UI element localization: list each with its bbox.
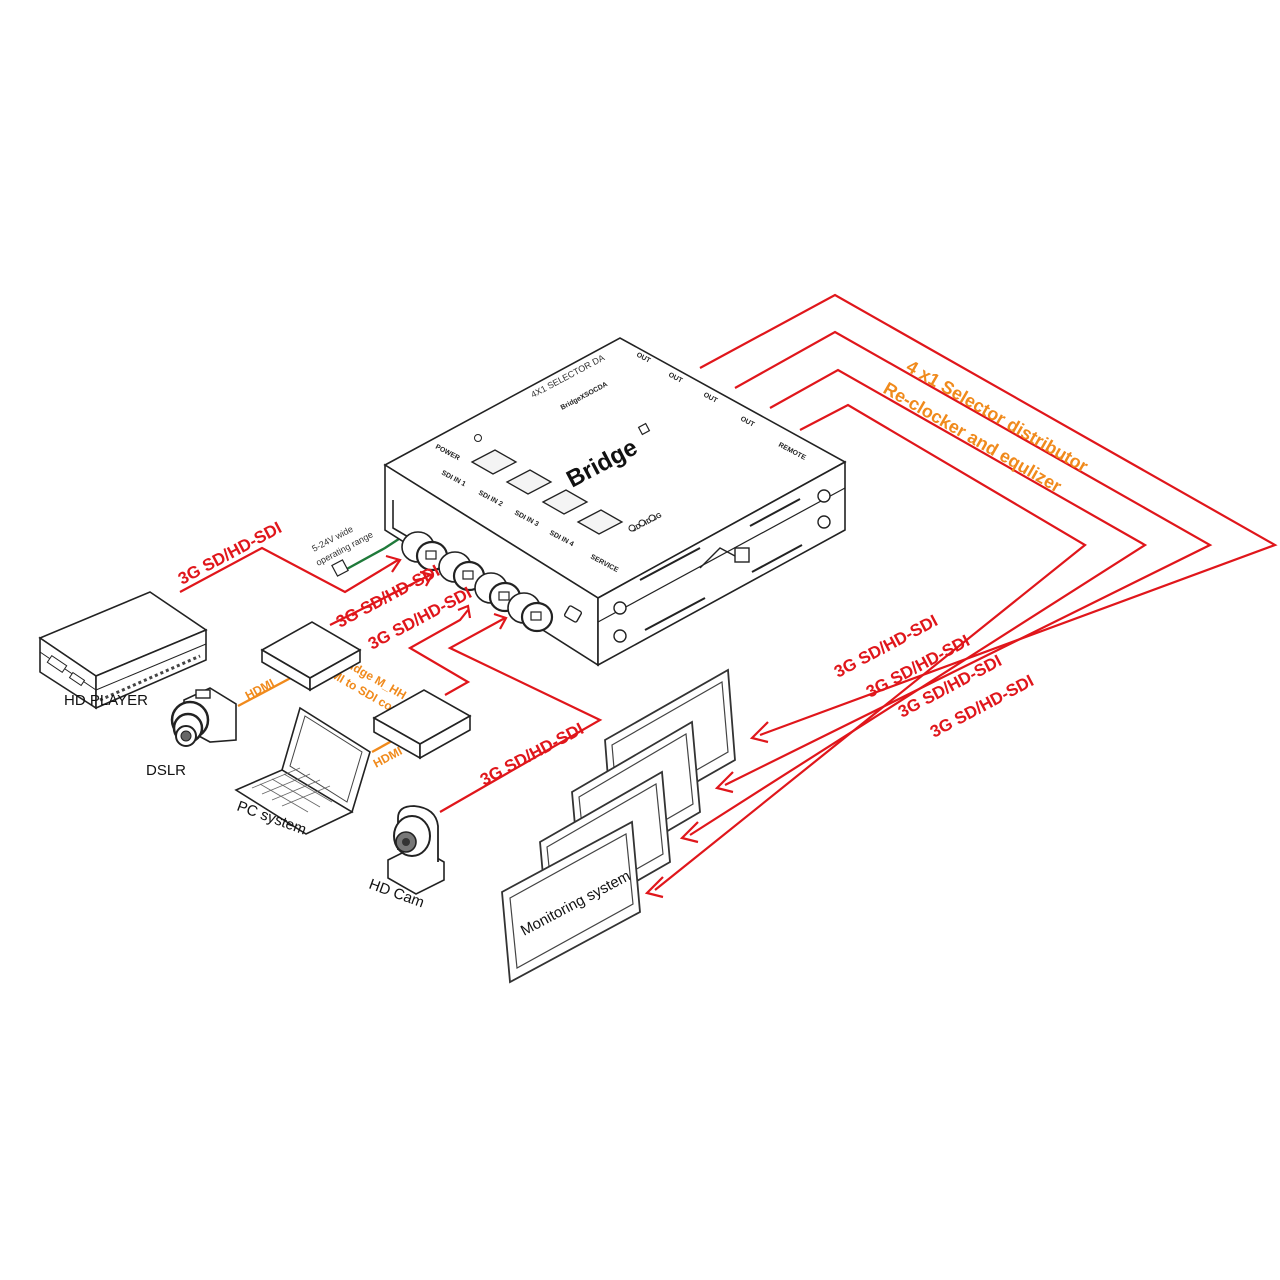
power-plug — [331, 559, 349, 577]
power-led — [474, 434, 482, 442]
bnc-in4 — [507, 592, 554, 633]
hd-player — [38, 591, 208, 710]
signal-label-in1: 3G SD/HD-SDI — [175, 518, 285, 588]
hdmi-label-pc: HDMI — [371, 744, 405, 771]
hdmi-label-dslr: HDMI — [243, 676, 277, 703]
input-wire-4 — [439, 617, 603, 813]
selector-buttons — [470, 449, 624, 535]
arrow-head-4 — [644, 876, 664, 899]
input-wire-2 — [329, 574, 431, 626]
selector-device: POWER SDI IN 1 SDI IN 2 SDI IN 3 SDI IN … — [383, 337, 847, 667]
remote-port — [734, 547, 750, 563]
side-slots — [639, 498, 803, 631]
input-wires — [179, 533, 603, 813]
monitor-1 — [501, 820, 641, 984]
pc-laptop — [234, 706, 371, 835]
label-dslr: DSLR — [146, 762, 186, 779]
device-split-line — [597, 487, 846, 623]
bnc-in2 — [438, 551, 486, 592]
usb-service-port — [563, 605, 583, 623]
arrow-head-2 — [714, 771, 734, 794]
input-arrow-4 — [493, 612, 508, 630]
arrow-head-3 — [679, 821, 699, 844]
side-bracket — [699, 547, 736, 569]
converter-box-2 — [372, 689, 472, 760]
button-in1[interactable] — [470, 449, 518, 475]
button-in4[interactable] — [576, 509, 624, 535]
format-leds — [628, 514, 656, 532]
signal-label-in4: 3G SD/HD-SDI — [477, 719, 587, 789]
button-in3[interactable] — [541, 489, 589, 515]
arrow-head-1 — [749, 721, 769, 744]
output-wire-3 — [689, 368, 1148, 836]
input-arrow-3 — [457, 604, 472, 619]
input-wire-1 — [179, 546, 399, 594]
bnc-connectors — [401, 531, 554, 633]
input-arrow-1 — [385, 554, 402, 573]
output-wire-4 — [654, 403, 1087, 891]
label-hd-player: HD PLAYER — [64, 692, 148, 709]
power-note: 5-24V wide operating range — [310, 524, 375, 577]
input-arrow-2 — [419, 570, 434, 587]
monitoring-stack — [501, 668, 736, 984]
converter-box-1 — [260, 621, 362, 692]
hd-cam — [387, 805, 445, 895]
dc-socket — [392, 500, 411, 539]
dslr-camera — [170, 687, 237, 747]
side-screws — [613, 489, 831, 643]
input-wire-3 — [407, 609, 471, 696]
device-side — [597, 460, 846, 667]
output-wires — [644, 293, 1278, 899]
brand-mark — [637, 422, 651, 436]
button-in2[interactable] — [505, 469, 553, 495]
output-wire-2 — [724, 330, 1213, 786]
